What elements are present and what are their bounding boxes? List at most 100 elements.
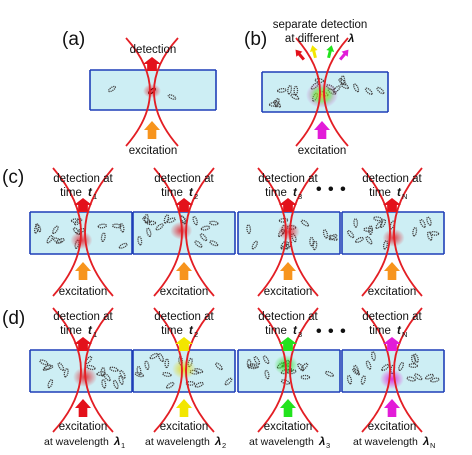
detection-arrow [383,198,401,212]
panel-d-item-2: detection at time t 2 excitation at wave… [145,311,226,450]
time-symbol: t [397,325,402,337]
detection-label: detection at [53,311,113,323]
molecule [107,85,117,93]
molecule [163,214,170,224]
molecule [278,217,289,223]
molecule [353,218,359,228]
time-symbol: t [88,325,93,337]
detection-arrow [279,337,297,351]
beam-left-edge [361,167,391,297]
molecule [376,86,385,95]
magenta-emission-arrow [338,49,349,61]
excitation-arrow [384,262,400,280]
detection-arrow [383,337,401,351]
molecule [192,215,198,226]
molecule [134,371,144,378]
detection-label: detection at [362,311,422,323]
molecule [364,87,373,95]
molecule [309,236,314,247]
molecule [246,224,252,234]
molecule [43,364,54,370]
excitation-label: excitation [368,421,417,433]
time-label: time [265,187,287,199]
panel-d-item-4: detection at time t N excitation at wave… [353,311,435,450]
molecule [167,94,177,100]
time-subscript: 1 [93,192,97,201]
molecule [208,220,219,226]
beam-right-edge [289,307,319,433]
beam-right-edge [393,167,423,297]
lambda-subscript: 2 [222,441,226,450]
molecule [382,240,389,250]
molecule [57,362,65,371]
beam-left-edge [52,167,82,297]
molecule [363,227,373,233]
molecule [200,225,211,231]
excitation-label: excitation [59,286,108,298]
molecule [297,362,305,372]
lambda-subscript: N [430,441,435,450]
time-subscript: N [402,330,407,339]
panel-c-item-3: detection at time t 3 excitation [258,173,318,298]
time-subscript: 3 [298,192,302,201]
molecule [365,236,373,245]
excitation-label: excitation [264,421,313,433]
molecule [199,233,208,242]
time-subscript: N [402,192,407,201]
molecule [430,377,440,383]
excitation-arrow [144,121,160,139]
beam-left-edge [125,37,151,147]
molecule [322,229,329,239]
molecule [300,219,310,227]
time-subscript: 2 [194,192,198,201]
molecule [424,373,435,380]
molecule [164,358,170,369]
beam-left-edge [153,167,183,297]
molecule [426,216,432,226]
molecule [353,83,360,93]
molecule [119,222,125,233]
time-subscript: 1 [93,330,97,339]
molecule [300,362,309,371]
molecule [419,218,426,228]
molecule [381,363,390,372]
molecule [276,87,287,93]
molecule [111,223,122,229]
molecule [251,240,258,250]
red-emission-arrow [295,49,306,61]
beam-left-edge [52,307,82,433]
molecule [165,381,175,389]
molecule [371,351,376,361]
detection-arrow [175,337,193,351]
molecule [118,242,128,249]
molecule [39,359,49,366]
panel-c-label: (c) [2,167,24,188]
molecule [185,381,196,386]
molecule [52,225,59,235]
time-label: time [369,187,391,199]
molecule [312,240,318,251]
time-symbol: t [293,325,298,337]
molecule [162,371,172,378]
molecule [429,231,440,236]
molecule [137,235,143,246]
excitation-arrow [280,399,296,417]
fluorescence-glow [172,359,196,379]
yellow-emission-arrow [309,45,318,59]
molecule [55,237,65,245]
molecule [352,367,361,376]
beam-right-edge [84,167,114,297]
molecule [264,369,270,380]
molecule [249,363,259,369]
molecule [35,223,42,233]
detection-label: detection at [258,311,318,323]
detection-label: detection at [362,173,422,185]
magenta-emission-arrow-shape [338,49,349,61]
wavelength-label: at wavelength [145,436,210,448]
excitation-label: excitation [368,286,417,298]
molecule [194,381,204,388]
beam-right-edge [185,167,215,297]
time-label: time [265,325,287,337]
panel-d-item-1: detection at time t 1 excitation at wave… [44,311,125,450]
